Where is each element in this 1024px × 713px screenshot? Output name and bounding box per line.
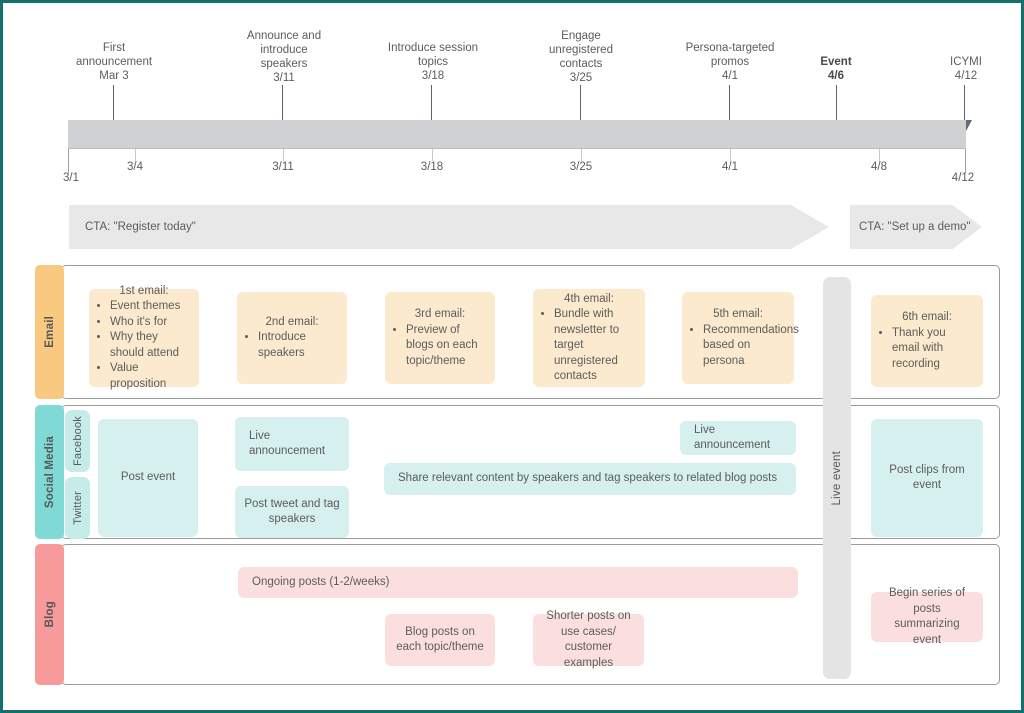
card-blog-ongoing-posts-text: Ongoing posts (1-2/weeks) xyxy=(252,575,390,588)
milestone-label-1: First announcement Mar 3 xyxy=(75,42,153,82)
milestone-arrow-stem-5 xyxy=(729,85,730,123)
card-social-live-announcement-fb-text: Live announcement xyxy=(249,429,326,458)
milestone-label-6: Event 4/6 xyxy=(820,56,852,82)
card-blog-shorter-posts[interactable]: Shorter posts on use cases/ customer exa… xyxy=(533,610,644,669)
card-email-1-item-4: Value proposition xyxy=(110,361,190,392)
lane-email xyxy=(61,265,1000,399)
timeline-tick-label-1: 3/1 xyxy=(63,172,79,184)
milestone-label-2: Announce and introduce speakers 3/11 xyxy=(246,30,322,84)
timeline-tick-7 xyxy=(879,149,880,161)
timeline-tick-5 xyxy=(581,149,582,161)
lane-blog xyxy=(61,544,1000,685)
milestone-arrow-stem-1 xyxy=(113,85,114,123)
lane-label-email: Email xyxy=(43,316,56,348)
card-email-3-list: Preview of blogs on each topic/theme xyxy=(394,323,486,370)
card-social-live-announcement-tw-text: Live announcement xyxy=(694,423,771,452)
card-blog-topic-posts[interactable]: Blog posts on each topic/theme xyxy=(385,614,495,666)
card-email-4[interactable]: 4th email: Bundle with newsletter to tar… xyxy=(533,289,645,387)
card-email-2-item-1: Introduce speakers xyxy=(258,330,338,361)
lane-label-blog: Blog xyxy=(43,601,56,628)
milestone-arrow-stem-7 xyxy=(964,85,965,123)
card-social-post-event-text: Post event xyxy=(120,471,176,484)
card-email-2-title: 2nd email: xyxy=(265,315,319,328)
cta-arrow-register: CTA: "Register today" xyxy=(69,205,829,249)
timeline-tick-label-8: 4/12 xyxy=(951,172,975,184)
card-social-post-event[interactable]: Post event xyxy=(98,419,198,537)
timeline-bar xyxy=(68,120,966,148)
card-social-post-clips[interactable]: Post clips from event xyxy=(871,419,983,537)
milestone-label-5: Persona-targeted promos 4/1 xyxy=(685,42,775,82)
live-event-label: Live event xyxy=(831,450,843,506)
subchannel-twitter-label: Twitter xyxy=(71,491,84,525)
cta-register-label: CTA: "Register today" xyxy=(85,221,196,233)
card-blog-ongoing-posts[interactable]: Ongoing posts (1-2/weeks) xyxy=(238,567,798,598)
card-blog-summary-posts[interactable]: Begin series of posts summarizing event xyxy=(871,587,983,646)
lane-tab-blog: Blog xyxy=(35,544,64,685)
card-social-post-tweet-text: Post tweet and tag speakers xyxy=(244,497,340,526)
milestone-arrow-stem-6 xyxy=(836,85,837,123)
card-email-6-item-1: Thank you email with recording xyxy=(892,326,974,373)
card-email-2-list: Introduce speakers xyxy=(246,330,338,361)
lane-tab-social: Social Media xyxy=(35,405,64,539)
card-blog-summary-posts-text: Begin series of posts summarizing event xyxy=(888,587,966,646)
card-email-1-item-2: Who it's for xyxy=(110,315,190,331)
timeline-tick-label-6: 4/1 xyxy=(722,161,738,173)
card-email-5-title: 5th email: xyxy=(713,308,763,320)
card-email-3[interactable]: 3rd email: Preview of blogs on each topi… xyxy=(385,292,495,384)
card-social-live-announcement-fb[interactable]: Live announcement xyxy=(235,417,349,471)
milestone-arrow-stem-3 xyxy=(431,85,432,123)
timeline-tick-1 xyxy=(68,149,69,173)
card-social-share-content-text: Share relevant content by speakers and t… xyxy=(398,472,778,485)
timeline-tick-label-7: 4/8 xyxy=(871,161,887,173)
card-email-6[interactable]: 6th email: Thank you email with recordin… xyxy=(871,295,983,387)
timeline-tick-label-5: 3/25 xyxy=(569,161,593,173)
timeline-tick-8 xyxy=(965,149,966,173)
milestone-label-4: Engage unregistered contacts 3/25 xyxy=(549,30,613,84)
cta-demo-label: CTA: "Set up a demo" xyxy=(859,221,971,233)
card-email-1[interactable]: 1st email: Event themes Who it's for Why… xyxy=(89,285,199,390)
cta-arrow-demo: CTA: "Set up a demo" xyxy=(850,205,982,249)
timeline-tick-4 xyxy=(432,149,433,161)
card-email-5-list: Recommendations based on persona xyxy=(691,323,799,370)
timeline-tick-3 xyxy=(283,149,284,161)
card-blog-topic-posts-text: Blog posts on each topic/theme xyxy=(396,625,484,654)
timeline-section: First announcement Mar 3 Announce and in… xyxy=(3,3,1021,193)
subchannel-facebook: Facebook xyxy=(65,410,90,472)
card-email-2[interactable]: 2nd email: Introduce speakers xyxy=(237,292,347,384)
live-event-column: Live event xyxy=(823,277,851,679)
card-email-5[interactable]: 5th email: Recommendations based on pers… xyxy=(682,292,799,384)
card-email-6-list: Thank you email with recording xyxy=(880,326,974,373)
lane-label-social: Social Media xyxy=(43,435,56,509)
card-social-live-announcement-tw[interactable]: Live announcement xyxy=(680,421,796,455)
card-social-share-content[interactable]: Share relevant content by speakers and t… xyxy=(384,463,796,495)
subchannel-facebook-label: Facebook xyxy=(71,416,84,466)
card-email-4-title: 4th email: xyxy=(564,292,614,305)
timeline-tick-label-3: 3/11 xyxy=(272,161,294,173)
card-email-4-list: Bundle with newsletter to target unregis… xyxy=(542,307,636,385)
timeline-tick-2 xyxy=(135,149,136,161)
card-social-post-tweet[interactable]: Post tweet and tag speakers xyxy=(235,486,349,538)
lane-tab-email: Email xyxy=(35,265,64,399)
card-email-1-title: 1st email: xyxy=(119,284,169,297)
card-email-6-title: 6th email: xyxy=(902,311,952,323)
timeline-axis xyxy=(68,148,966,149)
card-email-3-title: 3rd email: xyxy=(414,308,466,320)
milestone-arrow-stem-2 xyxy=(282,85,283,123)
card-email-3-item-1: Preview of blogs on each topic/theme xyxy=(406,323,486,370)
milestone-label-3: Introduce session topics 3/18 xyxy=(387,42,479,82)
timeline-tick-label-4: 3/18 xyxy=(420,161,444,173)
milestone-arrow-stem-4 xyxy=(580,85,581,123)
card-blog-shorter-posts-text: Shorter posts on use cases/ customer exa… xyxy=(546,610,631,669)
timeline-tick-label-2: 3/4 xyxy=(127,161,143,173)
timeline-tick-6 xyxy=(730,149,731,161)
milestone-label-7: ICYMI 4/12 xyxy=(950,56,982,82)
card-email-1-item-1: Event themes xyxy=(110,299,190,315)
card-social-post-clips-text: Post clips from event xyxy=(889,463,965,492)
card-email-1-item-3: Why they should attend xyxy=(110,330,190,361)
card-email-1-list: Event themes Who it's for Why they shoul… xyxy=(98,299,190,392)
card-email-5-item-1: Recommendations based on persona xyxy=(703,323,799,370)
subchannel-twitter: Twitter xyxy=(65,477,90,539)
card-email-4-item-1: Bundle with newsletter to target unregis… xyxy=(554,307,636,385)
